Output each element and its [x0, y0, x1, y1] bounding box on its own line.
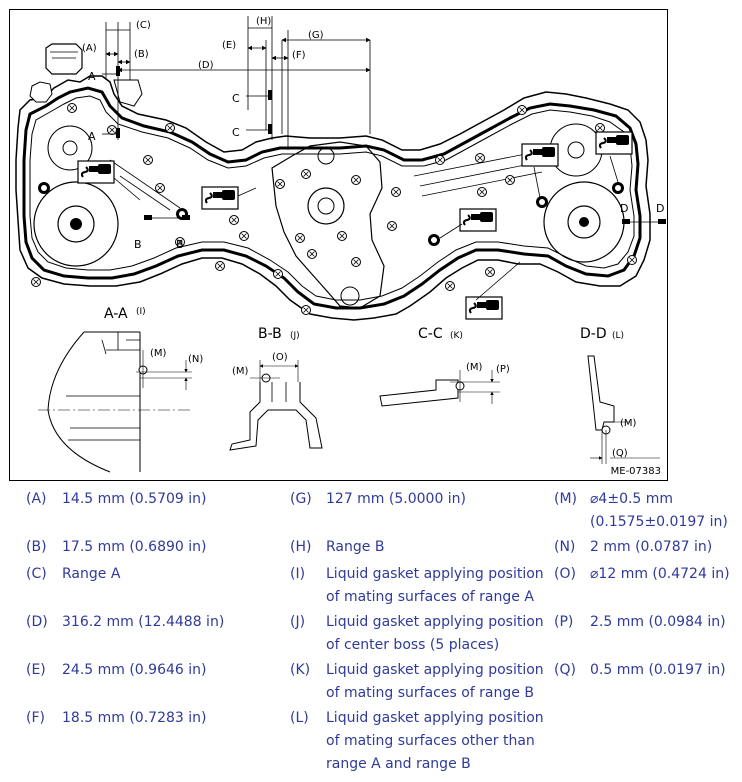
- legend-value: Liquid gasket applying position of cente…: [326, 614, 544, 653]
- legend-key: (E): [26, 662, 46, 678]
- section-marker: A: [88, 130, 96, 143]
- legend-key: (P): [554, 614, 574, 630]
- section-marker: D: [620, 202, 628, 215]
- legend-value: Range A: [62, 566, 121, 582]
- dim-label: (H): [256, 16, 271, 27]
- legend-key: (J): [290, 614, 306, 630]
- legend-value: Liquid gasket applying position of matin…: [326, 710, 544, 772]
- legend-value: 24.5 mm (0.9646 in): [62, 662, 207, 678]
- section-marker: C: [232, 126, 240, 139]
- dim-label: (E): [222, 40, 236, 51]
- svg-text:C-C: C-C: [418, 326, 443, 342]
- svg-text:(K): (K): [450, 331, 463, 341]
- legend-value: 127 mm (5.0000 in): [326, 491, 467, 507]
- legend-value: ⌀4±0.5 mm (0.1575±0.0197 in): [590, 491, 728, 530]
- engine-cover-diagram: (A) (B) (C) (D) (E) (F) (G) (H) A A C C …: [9, 9, 668, 481]
- legend-key: (N): [554, 539, 576, 555]
- section-marker: D: [656, 202, 664, 215]
- legend-key: (G): [290, 491, 312, 507]
- gasket-applicator-icon: [465, 296, 503, 320]
- legend-key: (I): [290, 566, 306, 582]
- section-a-a: A-A (I) (M) (N): [38, 306, 203, 473]
- gasket-applicator-icon: [459, 208, 497, 232]
- svg-text:(M): (M): [232, 366, 249, 377]
- svg-text:D-D: D-D: [580, 326, 607, 342]
- svg-text:(O): (O): [272, 352, 288, 363]
- cover-outline-outer: [15, 75, 651, 321]
- dim-label: (B): [134, 49, 149, 60]
- legend-value: 2 mm (0.0787 in): [590, 539, 713, 555]
- legend-key: (A): [26, 491, 47, 507]
- dim-label: (F): [292, 50, 306, 61]
- legend-key: (M): [554, 491, 578, 507]
- legend-value: 0.5 mm (0.0197 in): [590, 662, 726, 678]
- svg-text:(M): (M): [620, 418, 637, 429]
- legend-key: (O): [554, 566, 576, 582]
- legend-key: (D): [26, 614, 48, 630]
- gasket-applicator-icon: [201, 186, 239, 210]
- section-b-b: B-B (J) (O) (M): [229, 326, 323, 451]
- legend-value: Liquid gasket applying position of matin…: [326, 566, 544, 605]
- svg-text:(J): (J): [290, 331, 300, 341]
- svg-text:(N): (N): [188, 354, 203, 365]
- legend-value: 2.5 mm (0.0984 in): [590, 614, 726, 630]
- legend-value: ⌀12 mm (0.4724 in): [590, 566, 730, 582]
- gasket-applicator-icon: [521, 143, 559, 167]
- svg-text:(I): (I): [136, 307, 146, 317]
- legend-key: (H): [290, 539, 312, 555]
- section-c-c: C-C (K) (M) (P): [379, 326, 510, 407]
- gasket-bead: [22, 86, 642, 310]
- svg-text:(M): (M): [466, 362, 483, 373]
- section-d-d: D-D (L) (M) (Q): [580, 326, 660, 464]
- svg-text:A-A: A-A: [104, 306, 128, 322]
- section-marker: B: [134, 238, 142, 251]
- section-marker: A: [88, 70, 96, 83]
- gasket-applicator-icon: [595, 131, 633, 155]
- legend-value: 14.5 mm (0.5709 in): [62, 491, 207, 507]
- section-marker: B: [176, 238, 184, 251]
- legend-key: (B): [26, 539, 47, 555]
- legend-key: (C): [26, 566, 47, 582]
- svg-text:B-B: B-B: [258, 326, 282, 342]
- legend-key: (L): [290, 710, 309, 726]
- diagram-drawing: (A) (B) (C) (D) (E) (F) (G) (H) A A C C …: [15, 16, 666, 473]
- svg-text:(P): (P): [496, 364, 510, 375]
- legend-key: (K): [290, 662, 311, 678]
- legend-key: (F): [26, 710, 45, 726]
- legend-value: Range B: [326, 539, 385, 555]
- legend-value: 316.2 mm (12.4488 in): [62, 614, 225, 630]
- legend-value: Liquid gasket applying position of matin…: [326, 662, 544, 701]
- dim-label: (G): [308, 30, 324, 41]
- legend-value: 18.5 mm (0.7283 in): [62, 710, 207, 726]
- legend-key: (Q): [554, 662, 576, 678]
- dim-label: (D): [198, 60, 214, 71]
- gasket-applicator-icon: [77, 160, 115, 184]
- dim-label: (A): [82, 43, 97, 54]
- figure-code: ME-07383: [610, 466, 661, 477]
- dim-label: (C): [136, 20, 151, 31]
- svg-text:(M): (M): [150, 348, 167, 359]
- section-marker: C: [232, 92, 240, 105]
- legend-value: 17.5 mm (0.6890 in): [62, 539, 207, 555]
- svg-text:(Q): (Q): [612, 448, 628, 459]
- svg-text:(L): (L): [612, 331, 624, 341]
